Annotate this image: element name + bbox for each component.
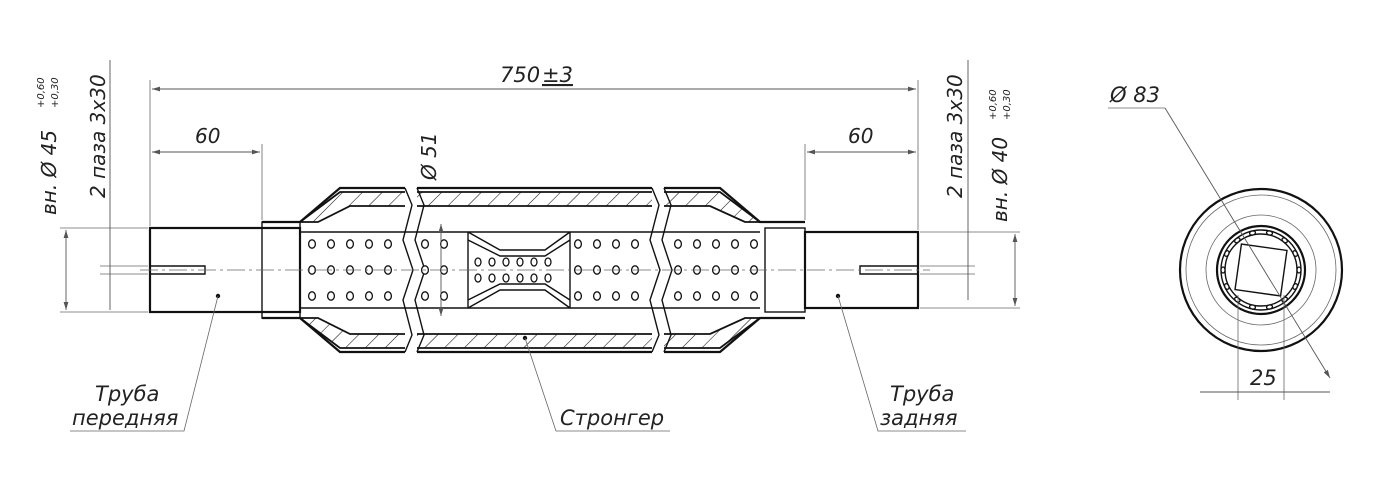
leader-rear [837,295,966,432]
dim-end-dia-text: Ø 83 [1109,83,1160,107]
end-mid-circle [1205,214,1317,326]
perforation-hole [730,291,740,301]
end-hole [1265,304,1274,310]
perforation-hole [592,291,602,301]
dim-body-dia-text: Ø 51 [417,132,441,181]
dim-overall-tol: ±3 [542,63,573,87]
perforation-hole [307,291,317,301]
perforation-hole [673,291,683,301]
perforation-hole [326,291,336,301]
dim-left-tol-lower: +0,30 [50,77,61,108]
end-view: Ø 83 25 [1108,83,1344,400]
end-hole [1223,283,1230,290]
callout-front-line1: Труба [95,382,159,406]
end-hole [1233,296,1241,303]
perforation-hole [573,291,583,301]
stronger-hole [530,273,538,283]
perforation-hole [364,239,374,249]
end-pipe-inner2 [1224,233,1298,307]
callout-front-line2: передняя [72,406,178,430]
side-view [140,180,930,360]
dim-right-60-text: 60 [848,124,873,148]
dim-right-dia-text: вн. Ø 40 [988,137,1012,222]
perforation-hole [692,291,702,301]
end-hole [1281,237,1289,244]
perforation-hole [630,291,640,301]
perforation-hole [364,291,374,301]
end-hole [1248,230,1257,236]
perforation-hole [345,291,355,301]
perforation-hole [673,239,683,249]
end-stronger-square [1234,243,1288,297]
end-hole [1220,266,1226,274]
stronger-hole [488,273,496,283]
dim-end-dia-line [1164,107,1331,379]
dim-end-25-text: 25 [1250,366,1277,390]
callouts: Труба передняя Стронгер Труба задняя [70,293,966,432]
stronger-upper [467,231,571,257]
perforation-hole [420,291,430,301]
perforation-hole [749,291,759,301]
dimensions: 750 ±3 60 60 Ø 51 вн. Ø 45 +0,60 +0,30 2… [36,60,1020,316]
perforation-hole [749,239,759,249]
stronger-hole [544,257,552,267]
end-hole [1233,237,1241,244]
perforation-hole [439,291,449,301]
dim-left-slot-text: 2 паза 3х30 [86,74,110,198]
end-view-holes [1220,230,1302,310]
perforation-hole [345,239,355,249]
perforation-hole [383,291,393,301]
perforation-hole [420,239,430,249]
stronger-hole [502,273,510,283]
perforation-hole [326,239,336,249]
end-hole [1223,250,1230,257]
end-hole [1292,250,1299,257]
perforation-hole [383,239,393,249]
perforation-hole [611,291,621,301]
stronger-lower [467,283,571,309]
stronger-hole [530,257,538,267]
stronger-hole [516,273,524,283]
callout-rear-line2: задняя [880,406,958,430]
perforation-hole [630,239,640,249]
perforation-hole [692,239,702,249]
stronger-hole [488,257,496,267]
perforation-hole [711,239,721,249]
callout-stronger: Стронгер [560,406,664,430]
end-pipe-inner [1220,229,1302,311]
dim-left-tol-upper: +0,60 [36,77,47,108]
dim-overall-text: 750 [500,63,540,87]
break-line-right-a [649,187,661,353]
stronger-hole [474,257,482,267]
end-hole [1248,304,1257,310]
end-hole [1265,230,1274,236]
perforation-hole [439,239,449,249]
end-pipe-outer [1215,224,1307,316]
shell-top-hatch [297,191,763,223]
shell-bottom-hatch [297,317,763,349]
dim-right-tol-upper: +0,60 [988,89,999,120]
end-hole [1296,266,1302,274]
callout-rear-line1: Труба [890,382,954,406]
perforation-hole [592,239,602,249]
perforation-hole [611,239,621,249]
dim-right-slot-text: 2 паза 3х30 [943,74,967,198]
dim-left-60-text: 60 [195,124,220,148]
end-outer-circle [1178,187,1344,353]
stronger-hole [502,257,510,267]
perforation-hole [573,239,583,249]
end-hole [1292,283,1299,290]
stronger-hole [516,257,524,267]
stronger-hole [544,273,552,283]
perforation-hole [711,291,721,301]
leader-front [70,295,219,432]
stronger-hole [474,273,482,283]
perforation-hole [307,239,317,249]
leader-stronger [524,337,670,432]
perforation-hole [730,239,740,249]
dim-right-tol-lower: +0,30 [1002,89,1013,120]
dim-left-dia-text: вн. Ø 45 [37,130,61,215]
end-outer-inner-line [1185,194,1337,346]
